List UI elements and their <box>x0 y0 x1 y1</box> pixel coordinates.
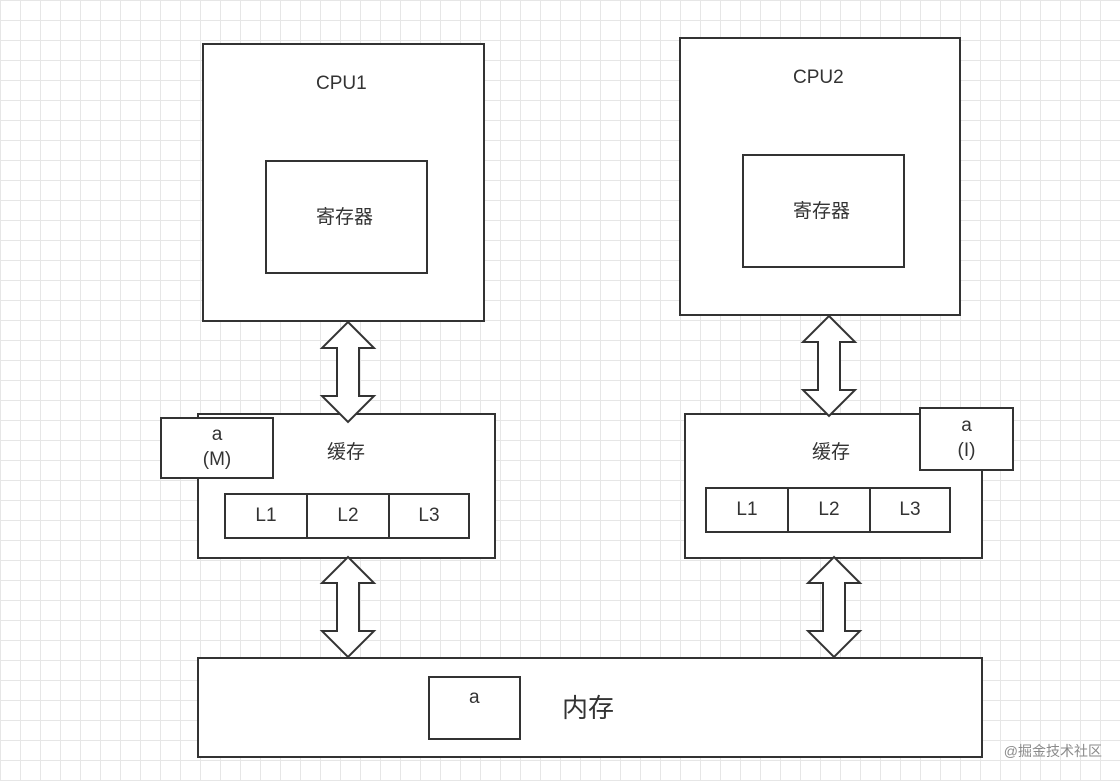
cpu1-register-box <box>265 160 428 274</box>
memory-var-box <box>428 676 521 740</box>
cpu1-cache-tag-var: a <box>211 424 223 446</box>
arrow-cache2-memory <box>805 555 863 659</box>
cpu1-cache-tag-state: (M) <box>202 449 232 470</box>
cpu2-cache-l3: L3 <box>869 487 951 533</box>
memory-box <box>197 657 983 758</box>
cpu2-register-label: 寄存器 <box>793 201 851 222</box>
memory-var-label: a <box>469 687 480 708</box>
cpu1-register-label: 寄存器 <box>316 207 374 228</box>
cpu2-cache-label: 缓存 <box>812 442 851 463</box>
cpu1-cache-label: 缓存 <box>327 442 366 463</box>
cpu2-cache-tag: a (I) <box>919 407 1014 471</box>
cpu2-cache-tag-state: (I) <box>957 440 976 461</box>
cpu2-title: CPU2 <box>793 67 844 88</box>
arrow-cache1-memory <box>319 555 377 659</box>
cpu2-register-box <box>742 154 905 268</box>
cpu1-cache-l3: L3 <box>388 493 470 539</box>
watermark: @掘金技术社区 <box>1003 743 1102 759</box>
cpu1-cache-l2: L2 <box>306 493 390 539</box>
memory-label: 内存 <box>562 693 615 723</box>
cpu1-cache-tag: a (M) <box>160 417 274 479</box>
cpu2-cache-l2: L2 <box>787 487 871 533</box>
arrow-cpu2-cache <box>800 314 858 418</box>
cpu2-cache-tag-var: a <box>961 415 972 437</box>
arrow-cpu1-cache <box>319 320 377 424</box>
cpu1-title: CPU1 <box>316 73 367 94</box>
